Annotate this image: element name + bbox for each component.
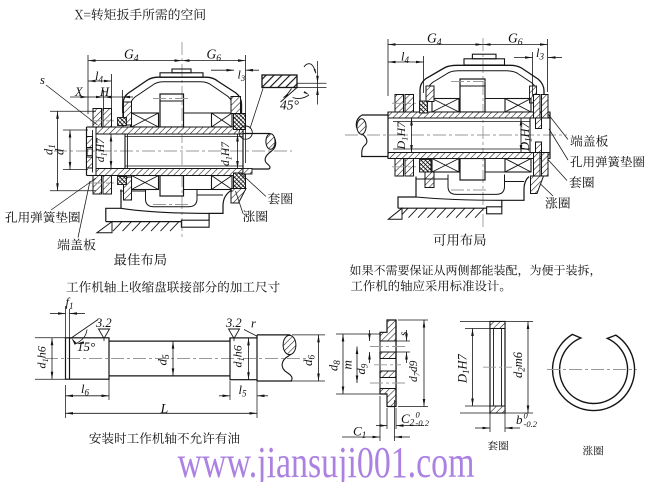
svg-text:l4: l4 [401, 50, 409, 66]
svg-text:X: X [74, 85, 84, 99]
svg-text:d5: d5 [155, 354, 173, 366]
svg-text:l3: l3 [536, 46, 544, 62]
svg-text:l5: l5 [239, 383, 247, 399]
svg-text:d1H7: d1H7 [95, 137, 109, 162]
svg-text:d1h6: d1h6 [231, 345, 247, 367]
svg-text:-0.2: -0.2 [524, 419, 538, 429]
svg-text:d1H7: d1H7 [220, 141, 234, 166]
svg-text:r: r [251, 317, 256, 331]
svg-text:l4: l4 [95, 69, 103, 85]
svg-text:3.2: 3.2 [225, 316, 242, 330]
svg-text:45°: 45° [280, 98, 300, 113]
svg-text:3.2: 3.2 [95, 316, 112, 330]
svg-text:D1H7: D1H7 [394, 121, 410, 151]
svg-text:d8: d8 [327, 360, 343, 371]
svg-text:l3: l3 [238, 68, 246, 84]
svg-text:D1H7: D1H7 [518, 121, 534, 152]
svg-text:d: d [53, 148, 67, 155]
svg-text:m: m [340, 360, 355, 369]
svg-text:H: H [99, 85, 110, 99]
svg-text:0: 0 [416, 410, 421, 420]
svg-text:l6: l6 [81, 382, 89, 398]
svg-text:b: b [516, 412, 523, 427]
svg-text:d2m6: d2m6 [511, 351, 527, 378]
svg-text:0: 0 [524, 411, 529, 421]
svg-text:f1: f1 [66, 296, 74, 312]
svg-text:-0.2: -0.2 [416, 418, 430, 428]
svg-text:d6: d6 [300, 355, 318, 367]
svg-text:www.jiansuji001.com: www.jiansuji001.com [178, 439, 475, 482]
svg-text:s: s [398, 331, 410, 336]
svg-text:D1H7: D1H7 [456, 353, 472, 384]
svg-text:d9: d9 [354, 363, 370, 374]
svg-text:L: L [160, 402, 169, 417]
svg-text:d1: d1 [42, 144, 58, 155]
svg-text:15°: 15° [77, 339, 95, 354]
svg-text:d7d9: d7d9 [408, 360, 422, 382]
svg-text:d1h6: d1h6 [35, 346, 51, 368]
svg-text:s: s [40, 73, 45, 87]
